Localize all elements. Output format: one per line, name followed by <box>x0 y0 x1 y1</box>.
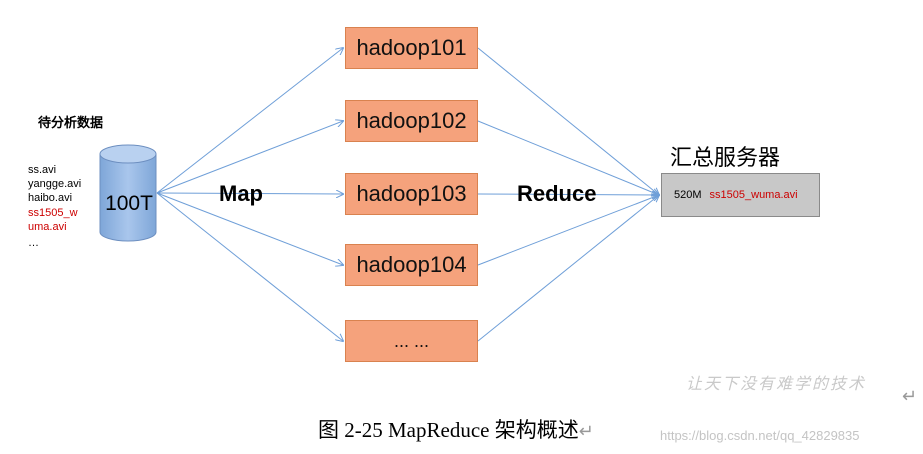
map-phase-label: Map <box>219 181 263 206</box>
return-icon: ↵ <box>578 421 594 441</box>
map-arrow <box>156 193 343 194</box>
file-item: haibo.avi <box>28 192 73 204</box>
reduce-arrow <box>477 195 659 342</box>
server-size: 520M <box>674 189 702 201</box>
watermark: 让天下没有难学的技术 <box>686 374 867 393</box>
source-data-title: 待分析数据 <box>38 115 104 130</box>
file-item: ss.avi <box>28 164 57 176</box>
node-hadoop103: hadoop103 <box>345 173 478 215</box>
file-item-highlight: uma.avi <box>28 221 67 233</box>
node-hadoop101: hadoop101 <box>345 27 478 69</box>
reduce-arrow <box>477 195 659 266</box>
aggregation-server-box: 520M ss1505_wuma.avi <box>661 173 820 217</box>
server-file: ss1505_wuma.avi <box>709 189 798 201</box>
reduce-arrow <box>477 47 659 195</box>
file-item: yangge.avi <box>28 178 82 190</box>
node-hadoop104: hadoop104 <box>345 244 478 286</box>
file-item-more: … <box>28 237 39 249</box>
map-arrow <box>156 192 343 341</box>
file-item-highlight: ss1505_w <box>28 207 78 219</box>
map-arrow <box>156 121 343 194</box>
figure-caption-text: 图 2-25 MapReduce 架构概述 <box>318 418 579 442</box>
server-title: 汇总服务器 <box>670 145 781 170</box>
node-more: ... ... <box>345 320 478 362</box>
map-arrow <box>156 192 343 265</box>
source-url: https://blog.csdn.net/qq_42829835 <box>660 428 860 443</box>
reduce-arrow <box>477 120 659 195</box>
return-icon: ↵ <box>902 386 918 406</box>
storage-size-label: 100T <box>105 192 153 215</box>
reduce-arrow <box>477 194 659 195</box>
figure-caption: 图 2-25 MapReduce 架构概述↵ <box>318 414 594 444</box>
storage-cylinder <box>99 144 157 242</box>
node-hadoop102: hadoop102 <box>345 100 478 142</box>
map-arrow <box>156 48 343 194</box>
reduce-phase-label: Reduce <box>517 181 597 206</box>
